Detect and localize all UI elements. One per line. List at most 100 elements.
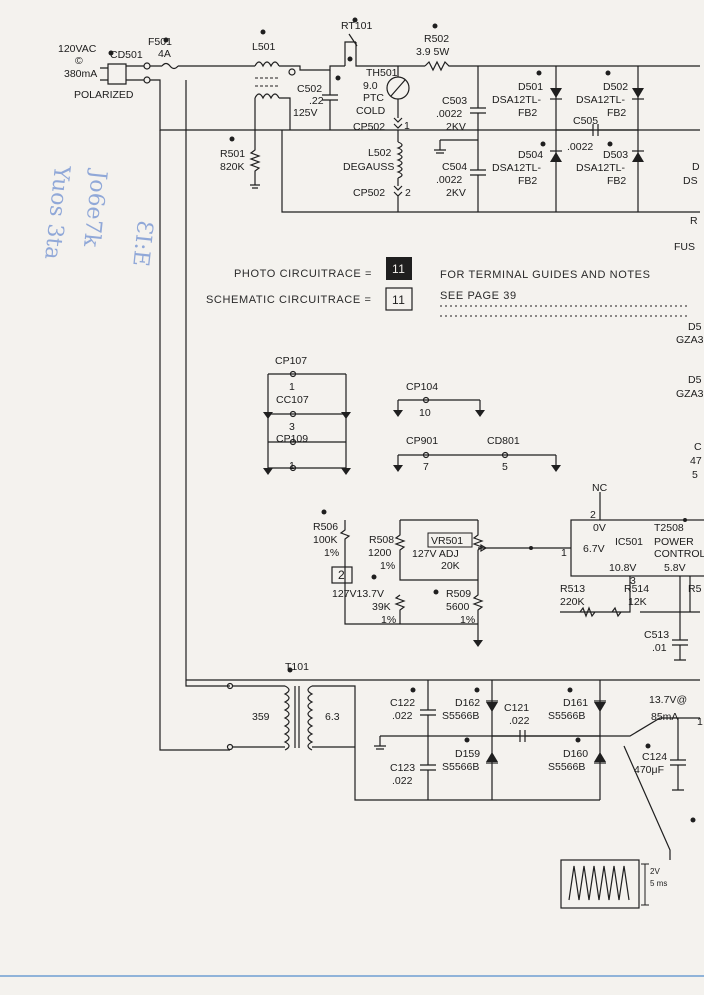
label-t2508: T2508 — [654, 522, 684, 534]
label-ic501: IC501 — [615, 536, 643, 548]
label-c513: C513 — [644, 629, 669, 641]
label-d503-part: DSA12TL- — [576, 162, 626, 174]
label-d504-suffix: FB2 — [518, 175, 537, 187]
label-c502: C502 — [297, 83, 322, 95]
label-cp104: CP104 — [406, 381, 438, 393]
label-120vac: 120VAC — [58, 43, 97, 55]
schematic-circuitrace-number: 11 — [392, 293, 405, 307]
label-d504-part: DSA12TL- — [492, 162, 542, 174]
label-cp901-pin: 7 — [423, 461, 429, 473]
label-r508-tol: 1% — [380, 560, 395, 572]
label-c122: C122 — [390, 697, 415, 709]
label-d504: D504 — [518, 149, 543, 161]
label-th501-ptc: PTC — [363, 92, 384, 104]
label-right-r: R — [690, 215, 698, 227]
label-39k: 39K — [372, 601, 391, 613]
label-cc107: CC107 — [276, 394, 309, 406]
label-380ma: 380mA — [64, 68, 97, 80]
label-d503: D503 — [603, 149, 628, 161]
label-r509-tol: 1% — [460, 614, 475, 626]
label-r513-value: 220K — [560, 596, 585, 608]
label-r506-tol: 1% — [324, 547, 339, 559]
label-polarized: POLARIZED — [74, 89, 134, 101]
label-c502-cap: .22 — [309, 95, 324, 107]
label-127v-137v: 127V13.7V — [332, 588, 384, 600]
label-scope-volts: 2V — [650, 867, 660, 876]
circuitrace-legend: PHOTO CIRCUITRACE = 11 SCHEMATIC CIRCUIT… — [206, 257, 690, 317]
label-cp109: CP109 — [276, 433, 308, 445]
label-d159-part: S5566B — [442, 761, 479, 773]
label-cp104-pin: 10 — [419, 407, 431, 419]
r502-resistor-icon — [424, 60, 700, 72]
label-ic501-0v: 0V — [593, 522, 606, 534]
label-cp502-top: CP502 — [353, 121, 385, 133]
label-r509-value: 5600 — [446, 601, 470, 613]
t101-section — [159, 130, 700, 860]
label-th501: TH501 — [366, 67, 398, 79]
label-right-1: 1 — [697, 716, 703, 728]
fuse-icon — [150, 62, 179, 70]
label-c504-volt: 2KV — [446, 187, 466, 199]
label-c121-value: .022 — [509, 715, 530, 727]
label-d503-suffix: FB2 — [607, 175, 626, 187]
plug-icon — [107, 63, 127, 85]
label-cp502-pin2: 2 — [405, 187, 411, 199]
label-d502: D502 — [603, 81, 628, 93]
label-ic501-pin1: 1 — [561, 547, 567, 559]
r501-resistor-icon — [249, 98, 261, 185]
scope-box — [560, 859, 640, 909]
label-85ma: 85mA — [651, 711, 678, 723]
label-r508-value: 1200 — [368, 547, 392, 559]
label-right-5: 5 — [692, 469, 698, 481]
t101-secondary-icon — [307, 685, 314, 751]
handwriting-line-3: ƐI:E — [127, 219, 157, 267]
label-13-7v: 13.7V@ — [649, 694, 687, 706]
label-right-gza3b: GZA3 — [676, 388, 704, 400]
label-c513-value: .01 — [652, 642, 667, 654]
label-power: POWER — [654, 536, 694, 548]
label-c124: C124 — [642, 751, 667, 763]
label-vr501-value: 20K — [441, 560, 460, 572]
label-c504-cap: .0022 — [436, 174, 462, 186]
label-right-d: D — [692, 161, 700, 173]
l502-degauss-coil-icon — [396, 141, 403, 179]
label-vr501-adj: 127V ADJ — [412, 548, 459, 560]
label-r501-value: 820K — [220, 161, 245, 173]
label-d159: D159 — [455, 748, 480, 760]
label-nc: NC — [592, 482, 608, 494]
label-degauss: DEGAUSS — [343, 161, 394, 173]
label-right-fus: FUS — [674, 241, 695, 253]
label-r514: R514 — [624, 583, 649, 595]
label-d161-part: S5566B — [548, 710, 585, 722]
label-d501-part: DSA12TL- — [492, 94, 542, 106]
label-t101-secondary: 6.3 — [325, 711, 340, 723]
label-d502-suffix: FB2 — [607, 107, 626, 119]
label-circle-symbol: © — [75, 55, 83, 67]
label-ic501-pin3: 3 — [630, 575, 636, 587]
label-d160-part: S5566B — [548, 761, 585, 773]
label-th501-cold: COLD — [356, 105, 386, 117]
label-r502: R502 — [424, 33, 449, 45]
label-right-c: C — [694, 441, 702, 453]
label-ic501-58v: 5.8V — [664, 562, 686, 574]
label-r502-value: 3.9 5W — [416, 46, 449, 58]
label-r501: R501 — [220, 148, 245, 160]
label-d501: D501 — [518, 81, 543, 93]
label-right-d5b: D5 — [688, 374, 702, 386]
label-d161: D161 — [563, 697, 588, 709]
adjust-network — [321, 509, 488, 647]
label-rt101: RT101 — [341, 20, 372, 32]
label-th501-9: 9.0 — [363, 80, 378, 92]
photo-circuitrace-box — [386, 257, 412, 280]
t101-primary-icon — [283, 685, 290, 751]
label-c123-value: .022 — [392, 775, 413, 787]
label-c121: C121 — [504, 702, 529, 714]
label-cp109-pin: 1 — [289, 460, 295, 472]
label-d162: D162 — [455, 697, 480, 709]
label-r513: R513 — [560, 583, 585, 595]
label-photo-circuitrace: PHOTO CIRCUITRACE = — [234, 268, 372, 280]
label-right-gza3a: GZA3 — [676, 334, 704, 346]
label-r506-value: 100K — [313, 534, 338, 546]
label-right-d5a: D5 — [688, 321, 702, 333]
label-scope-time: 5 ms — [650, 879, 667, 888]
